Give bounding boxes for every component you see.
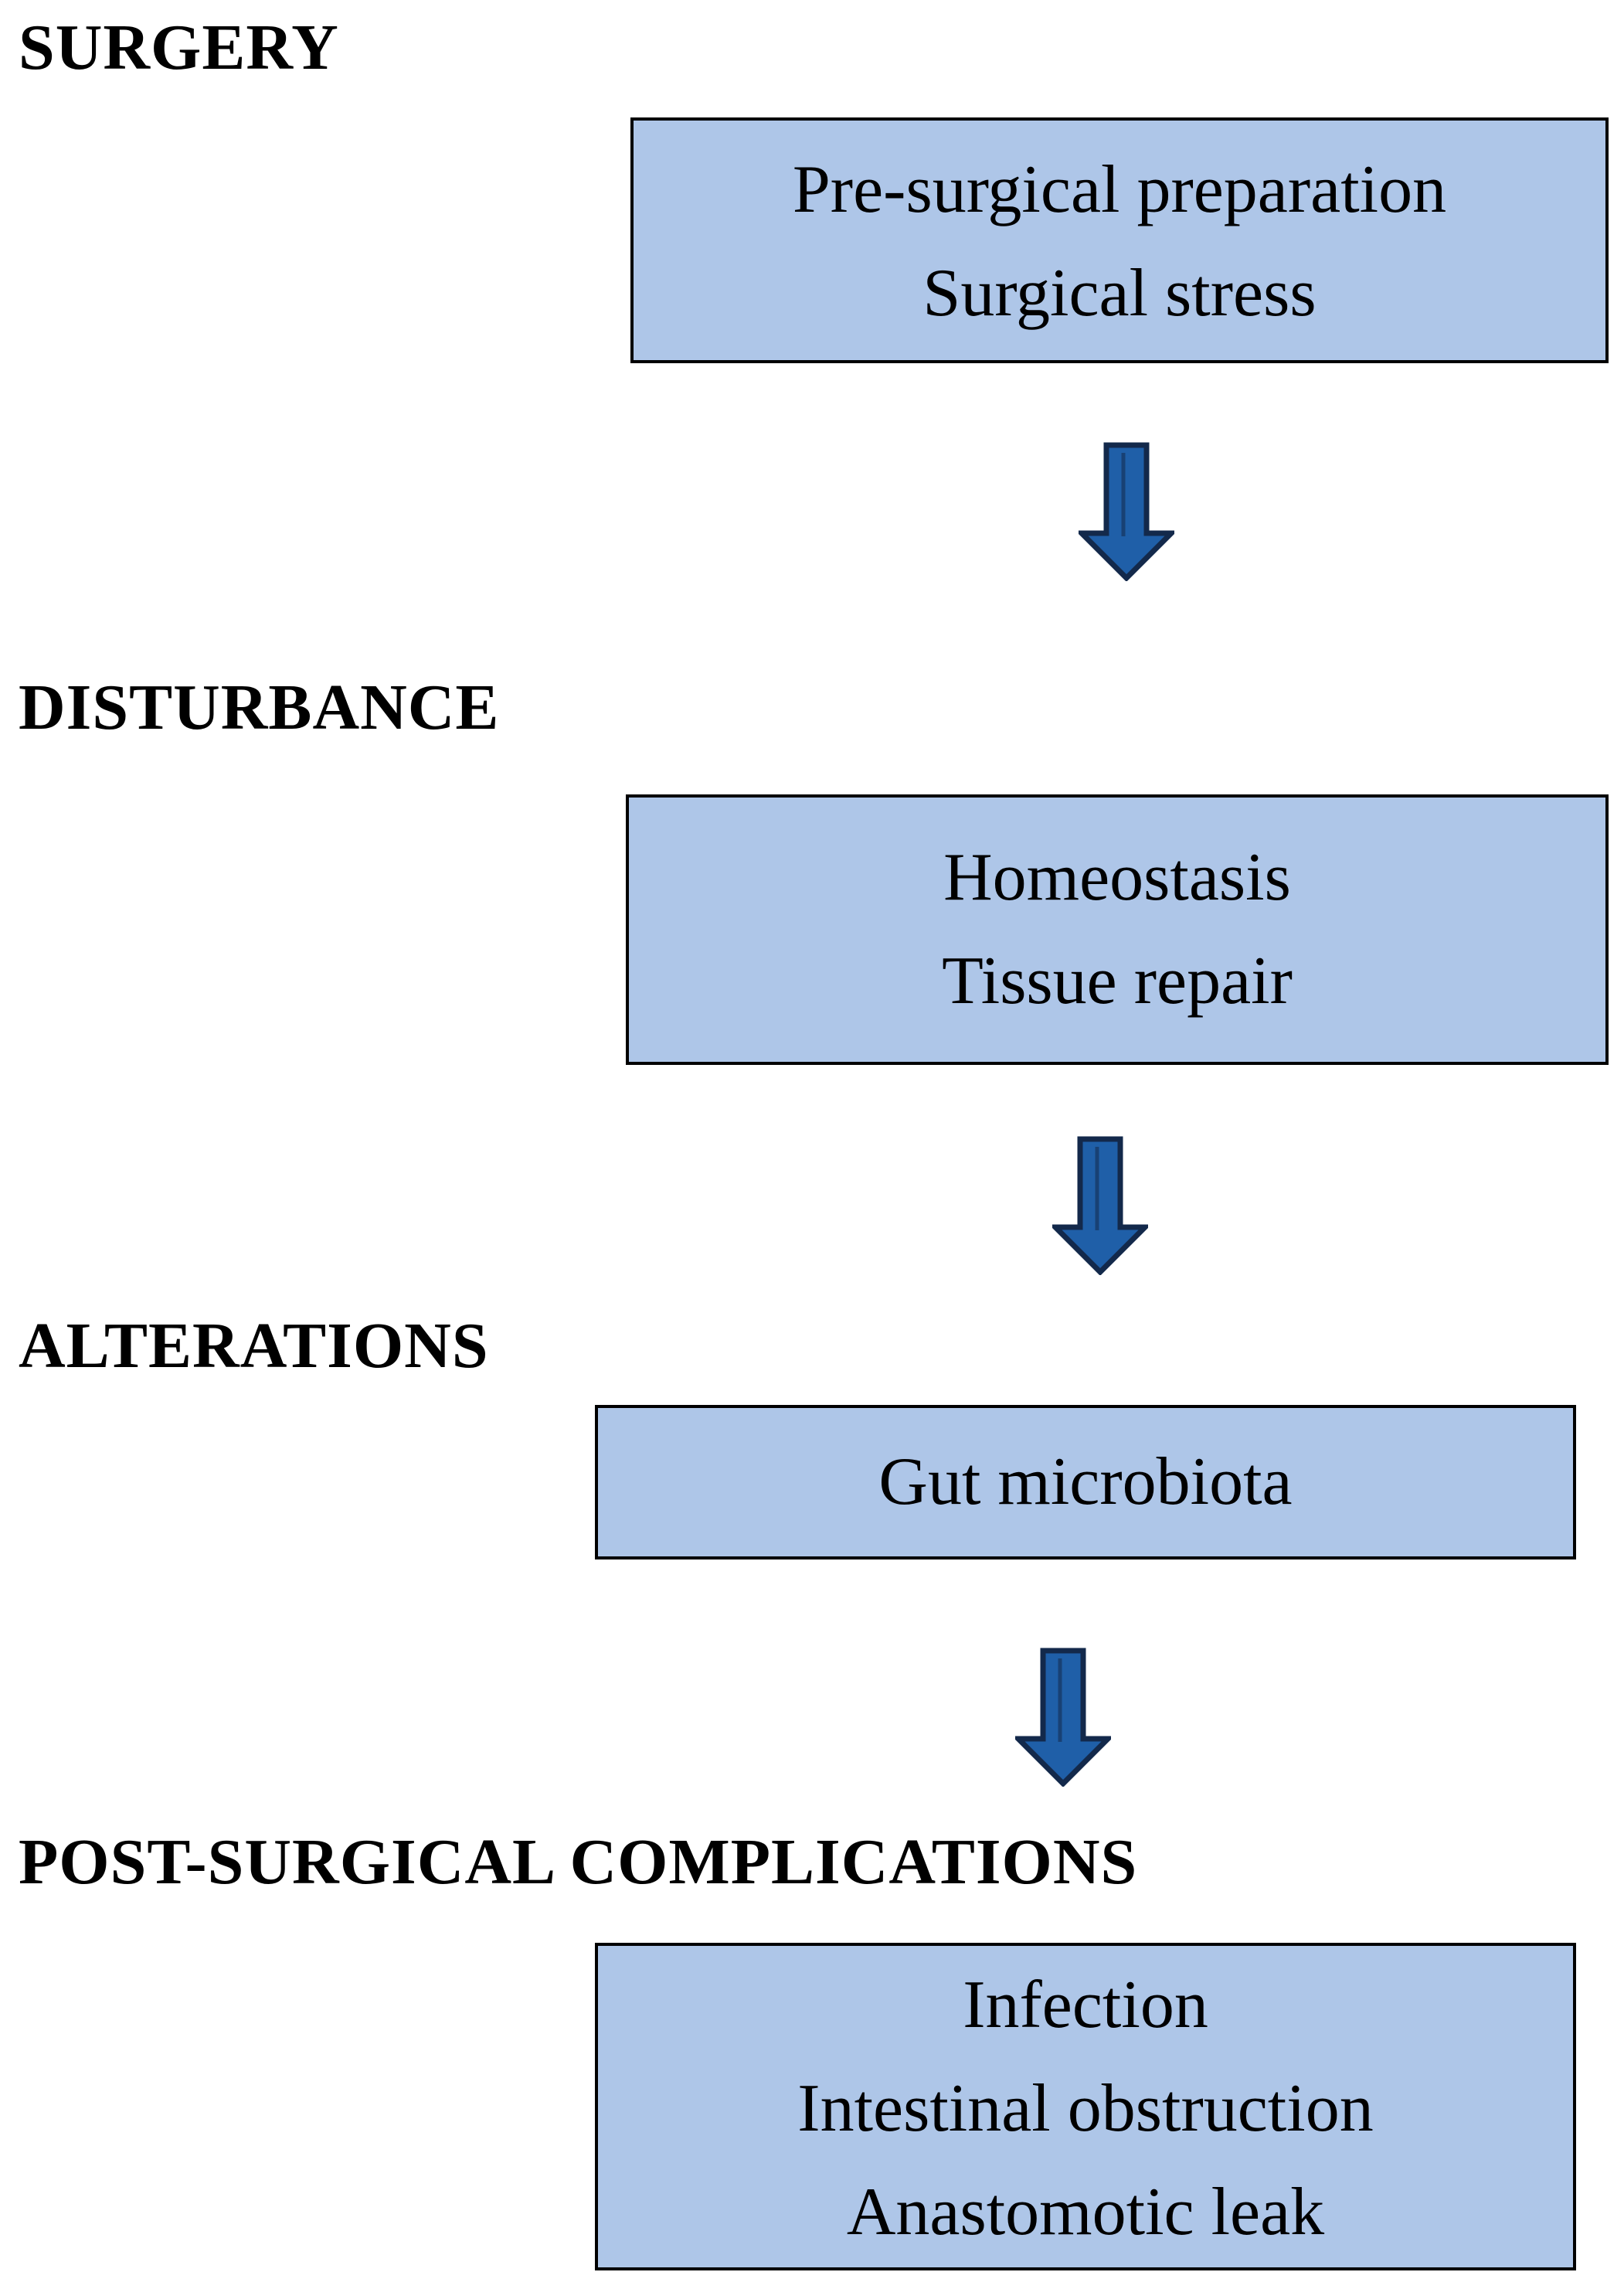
stage-heading-alterations: ALTERATIONS bbox=[19, 1310, 489, 1382]
down-arrow-icon bbox=[1079, 442, 1174, 581]
box-item: Pre-surgical preparation bbox=[792, 152, 1447, 227]
box-item: Gut microbiota bbox=[878, 1444, 1293, 1519]
stage-heading-disturbance: DISTURBANCE bbox=[19, 672, 500, 743]
alterations-box: Gut microbiota bbox=[595, 1405, 1576, 1559]
down-arrow-icon bbox=[1015, 1648, 1111, 1787]
box-item: Infection bbox=[963, 1968, 1208, 2042]
box-item: Anastomotic leak bbox=[846, 2175, 1325, 2250]
box-item: Tissue repair bbox=[942, 944, 1293, 1019]
box-item: Surgical stress bbox=[922, 256, 1317, 331]
surgery-box: Pre-surgical preparation Surgical stress bbox=[630, 117, 1609, 363]
box-item: Homeostasis bbox=[943, 840, 1291, 915]
down-arrow-icon bbox=[1052, 1136, 1148, 1275]
stage-heading-post-surgical-complications: POST-SURGICAL COMPLICATIONS bbox=[19, 1826, 1138, 1898]
complications-box: Infection Intestinal obstruction Anastom… bbox=[595, 1943, 1576, 2270]
box-item: Intestinal obstruction bbox=[797, 2071, 1374, 2146]
stage-heading-surgery: SURGERY bbox=[19, 12, 339, 83]
disturbance-box: Homeostasis Tissue repair bbox=[626, 794, 1609, 1065]
